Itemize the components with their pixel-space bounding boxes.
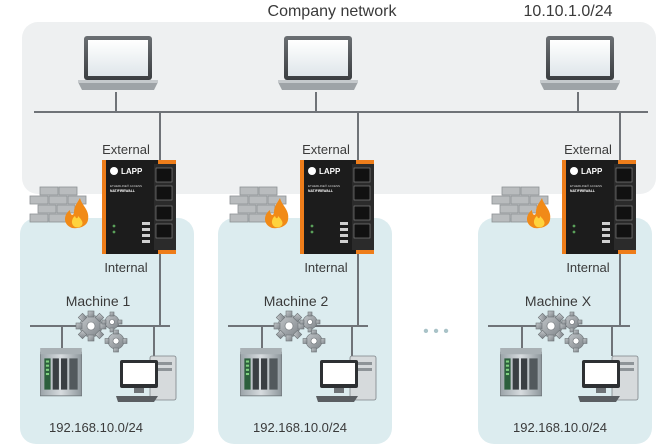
company-network-title: Company network [268, 3, 398, 20]
device-model-line1: ETHERLINE® ACCESS [570, 184, 602, 188]
device-brand: LAPP [121, 167, 143, 176]
device-model-line1: ETHERLINE® ACCESS [308, 184, 340, 188]
nat-firewall-device-1: LAPP ETHERLINE® ACCESS NAT/FIREWALL [102, 160, 176, 254]
machine-name: Machine 2 [264, 293, 329, 309]
external-label: External [302, 142, 350, 157]
device-model-line2: NAT/FIREWALL [570, 189, 595, 193]
internal-label: Internal [566, 260, 609, 275]
company-network-subnet: 10.10.1.0/24 [524, 3, 613, 20]
internal-label: Internal [104, 260, 147, 275]
device-model-line2: NAT/FIREWALL [308, 189, 333, 193]
laptop-icon [78, 36, 158, 90]
machine-name: Machine 1 [66, 293, 131, 309]
external-label: External [564, 142, 612, 157]
machine-subnet: 192.168.10.0/24 [49, 420, 143, 435]
more-machines-ellipsis: • • • [423, 323, 449, 340]
device-brand: LAPP [581, 167, 603, 176]
device-model-line2: NAT/FIREWALL [110, 189, 135, 193]
plc-controller-icon [500, 348, 542, 397]
machine-name: Machine X [525, 293, 592, 309]
laptop-icon [540, 36, 620, 90]
nat-firewall-device-2: LAPP ETHERLINE® ACCESS NAT/FIREWALL [300, 160, 374, 254]
plc-controller-icon [240, 348, 282, 397]
nat-firewall-device-3: LAPP ETHERLINE® ACCESS NAT/FIREWALL [562, 160, 636, 254]
device-brand: LAPP [319, 167, 341, 176]
machine-subnet: 192.168.10.0/24 [513, 420, 607, 435]
internal-label: Internal [304, 260, 347, 275]
plc-controller-icon [40, 348, 82, 397]
device-model-line1: ETHERLINE® ACCESS [110, 184, 142, 188]
machine-subnet: 192.168.10.0/24 [253, 420, 347, 435]
external-label: External [102, 142, 150, 157]
laptop-icon [278, 36, 358, 90]
company-network-zone [22, 22, 656, 194]
